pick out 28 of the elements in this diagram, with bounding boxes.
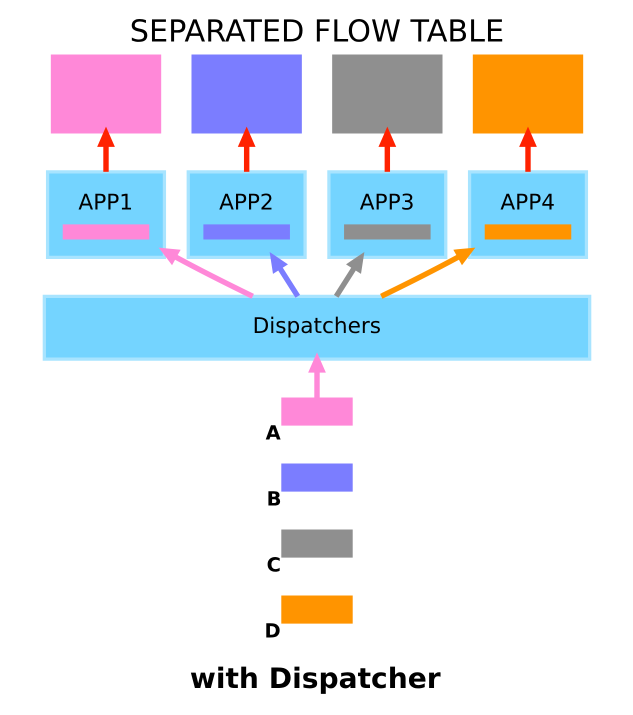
arrow — [308, 352, 326, 398]
arrow — [380, 248, 475, 299]
diagram-title: SEPARATED FLOW TABLE — [129, 14, 504, 50]
arrow — [269, 252, 300, 298]
arrow — [333, 252, 364, 298]
arrow — [96, 126, 114, 172]
node-label: D — [264, 620, 280, 643]
node-label: B — [266, 488, 282, 511]
node-label: C — [266, 554, 280, 577]
node-box — [472, 54, 583, 134]
label: with Dispatcher — [189, 662, 440, 695]
node-bar — [280, 596, 352, 624]
node-label: A — [265, 422, 280, 445]
node-box: APP3 — [326, 170, 447, 260]
node-box: APP1 — [45, 170, 166, 260]
arrow — [237, 126, 256, 172]
node-box — [50, 54, 161, 134]
arrow — [518, 126, 536, 172]
node-box — [332, 54, 442, 134]
node-box: APP2 — [186, 170, 306, 260]
node-bar — [280, 464, 352, 492]
node-bar — [280, 398, 352, 426]
node-box: Dispatchers — [42, 294, 591, 361]
node-box — [190, 54, 302, 134]
node-box: APP4 — [467, 170, 588, 260]
node-bar — [280, 530, 352, 558]
arrow — [158, 248, 254, 299]
arrow — [378, 126, 396, 172]
